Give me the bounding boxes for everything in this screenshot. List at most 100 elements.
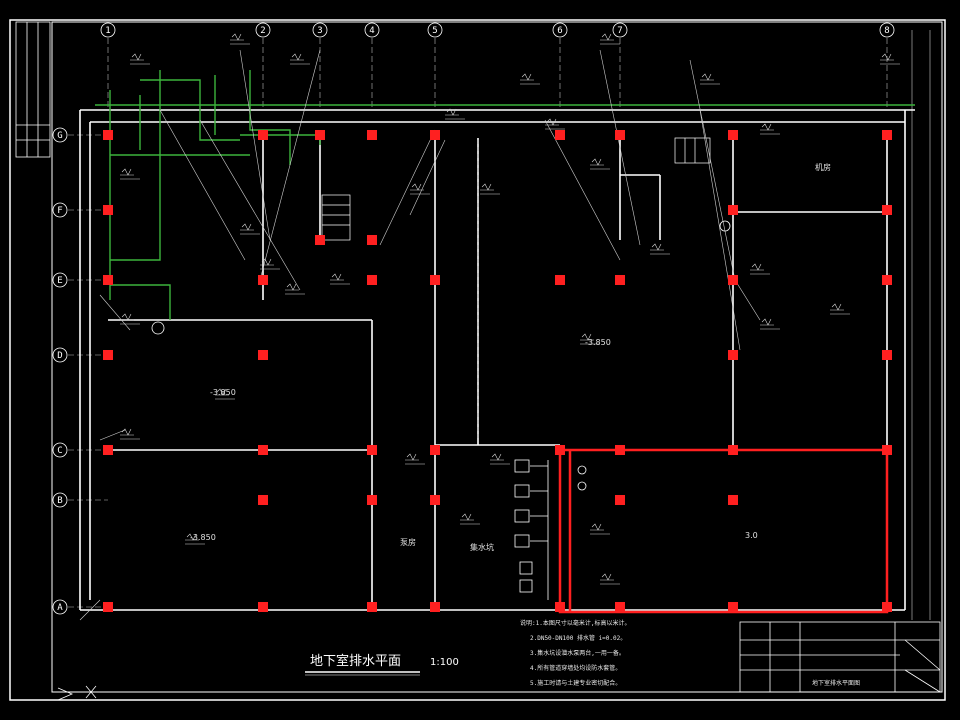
grid-bubble-row-F xyxy=(52,202,68,218)
annotation-mark-20 xyxy=(590,523,610,535)
room-label-4: 泵房 xyxy=(400,537,416,547)
column-24 xyxy=(103,445,113,455)
grid-label-row-C: C xyxy=(57,446,62,456)
title-block-drawing-name: 地下室排水平面图 xyxy=(812,679,860,687)
annotation-mark-12 xyxy=(760,318,780,330)
column-43 xyxy=(728,602,738,612)
annotation-mark-10 xyxy=(650,243,670,255)
stair-symbols xyxy=(321,137,711,241)
grid-label-row-E: E xyxy=(57,276,62,286)
annotation-mark-21 xyxy=(600,573,620,585)
annotation-mark-25 xyxy=(480,183,500,195)
plan-title: 地下室排水平面 xyxy=(310,653,401,669)
room-label-2: -3.850 xyxy=(585,338,611,347)
column-20 xyxy=(103,350,113,360)
grid-label-col-5: 5 xyxy=(432,26,437,36)
annotation-mark-7 xyxy=(445,108,465,120)
column-38 xyxy=(258,602,268,612)
dimension-annotations xyxy=(120,33,900,585)
grid-label-row-A: A xyxy=(57,603,63,613)
grid-label-col-1: 1 xyxy=(105,26,110,36)
column-4 xyxy=(367,130,377,140)
annotation-mark-4 xyxy=(285,283,305,295)
annotation-mark-19 xyxy=(490,453,510,465)
column-7 xyxy=(728,130,738,140)
annotation-mark-22 xyxy=(120,428,140,440)
sheet-outer-border xyxy=(9,19,946,701)
right-margin-strip xyxy=(911,30,931,620)
pump-equipment xyxy=(151,220,731,600)
grid-label-row-G: G xyxy=(57,131,62,141)
grid-bubble-col-8 xyxy=(879,22,895,38)
drainage-pipes xyxy=(95,70,915,320)
room-label-3: -3.850 xyxy=(210,388,236,397)
highlighted-room xyxy=(558,448,889,614)
grid-bubble-col-6 xyxy=(552,22,568,38)
column-37 xyxy=(103,602,113,612)
building-walls xyxy=(79,109,915,611)
annotation-mark-18 xyxy=(460,513,480,525)
annotation-mark-5 xyxy=(330,273,350,285)
annotation-mark-15 xyxy=(215,388,235,400)
column-40 xyxy=(430,602,440,612)
column-2 xyxy=(258,130,268,140)
grid-bubble-col-4 xyxy=(364,22,380,38)
annotation-mark-31 xyxy=(700,73,720,85)
annotation-mark-13 xyxy=(830,303,850,315)
annotation-mark-24 xyxy=(760,123,780,135)
column-1 xyxy=(103,130,113,140)
room-label-5: 集水坑 xyxy=(470,542,494,552)
grid-bubble-col-5 xyxy=(427,22,443,38)
column-25 xyxy=(258,445,268,455)
column-23 xyxy=(882,350,892,360)
grid-bubble-col-3 xyxy=(312,22,328,38)
grid-bubble-col-1 xyxy=(100,22,116,38)
column-21 xyxy=(258,350,268,360)
annotation-mark-23 xyxy=(120,313,140,325)
column-14 xyxy=(367,275,377,285)
annotation-mark-32 xyxy=(520,73,540,85)
column-19 xyxy=(882,275,892,285)
grid-label-row-D: D xyxy=(57,351,62,361)
column-46 xyxy=(367,235,377,245)
note-line-3: 3.集水坑设潜水泵两台,一用一备。 xyxy=(530,649,625,657)
column-32 xyxy=(258,495,268,505)
annotation-mark-26 xyxy=(230,33,250,45)
annotation-mark-16 xyxy=(185,533,205,545)
column-3 xyxy=(315,130,325,140)
annotation-mark-14 xyxy=(580,333,600,345)
column-35 xyxy=(615,495,625,505)
grid-label-col-2: 2 xyxy=(260,26,265,36)
grid-label-col-3: 3 xyxy=(317,26,322,36)
corner-marks xyxy=(57,685,97,701)
grid-label-col-8: 8 xyxy=(884,26,889,36)
annotation-mark-17 xyxy=(405,453,425,465)
column-18 xyxy=(728,275,738,285)
note-line-1: 说明:1.本图尺寸以毫米计,标高以米计。 xyxy=(520,619,630,627)
room-label-6: 机房 xyxy=(815,162,831,172)
room-label-1: -3.850 xyxy=(190,533,216,542)
title-block xyxy=(739,621,941,693)
annotation-mark-27 xyxy=(600,33,620,45)
grid-bubble-row-B xyxy=(52,492,68,508)
plan-scale: 1:100 xyxy=(430,657,459,668)
column-34 xyxy=(430,495,440,505)
grid-axis-lines xyxy=(68,38,888,608)
grid-bubble-row-D xyxy=(52,347,68,363)
column-13 xyxy=(258,275,268,285)
annotation-mark-6 xyxy=(410,183,430,195)
column-47 xyxy=(555,130,565,140)
structural-columns xyxy=(103,130,892,612)
annotation-mark-1 xyxy=(120,168,140,180)
grid-label-col-7: 7 xyxy=(617,26,622,36)
room-label-7: 3.0 xyxy=(745,531,758,540)
column-8 xyxy=(882,130,892,140)
annotation-mark-8 xyxy=(545,118,565,130)
grid-label-row-B: B xyxy=(57,496,62,506)
column-10 xyxy=(882,205,892,215)
column-39 xyxy=(367,602,377,612)
grid-bubble-col-7 xyxy=(612,22,628,38)
leader-lines xyxy=(79,49,761,621)
general-notes: 说明:1.本图尺寸以毫米计,标高以米计。 2.DN50-DN100 排水管 i=… xyxy=(520,619,630,687)
column-12 xyxy=(103,275,113,285)
